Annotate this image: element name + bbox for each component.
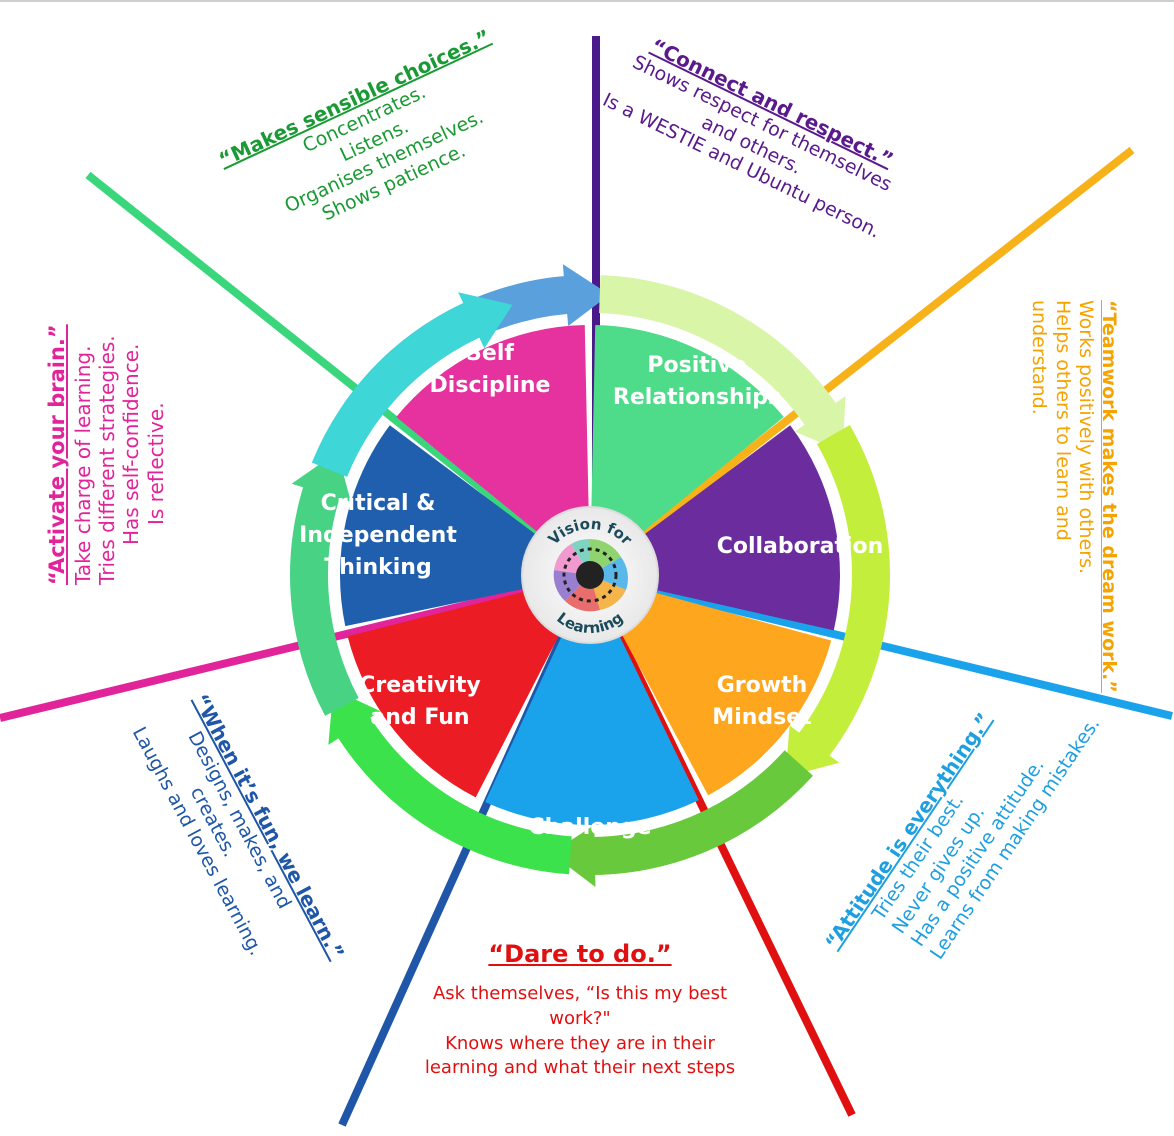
ring-arrow-band	[330, 706, 572, 875]
ring-arrowhead-icon	[562, 264, 610, 326]
segment-challenge	[347, 591, 560, 798]
critical-thinking-line-1: Take charge of learning.	[70, 345, 95, 585]
ring-arrow-band	[290, 472, 359, 716]
ring-arrow-band	[311, 296, 492, 477]
segment-label-critical-thinking: Thinking	[324, 555, 431, 580]
ring-arrowhead-icon	[458, 292, 513, 349]
segment-label-positive-relationships: Relationships	[613, 385, 781, 410]
critical-thinking-text: “Activate your brain.” Take charge of le…	[45, 324, 168, 585]
segment-label-critical-thinking: Independent	[299, 523, 457, 548]
collaboration-line-1: Works positively with others.	[1074, 300, 1097, 575]
segment-label-growth-mindset: Mindset	[712, 705, 812, 730]
challenge-heading: “Dare to do.”	[488, 940, 672, 968]
collaboration-line-2: Helps others to learn and	[1051, 300, 1074, 541]
segment-label-creativity-and-fun: and Fun	[370, 705, 469, 730]
segment-label-creativity-and-fun: Creativity	[359, 673, 481, 698]
segment-label-positive-relationships: Positive	[647, 353, 746, 378]
ring-arrow-band	[579, 750, 813, 875]
segment-label-critical-thinking: Critical &	[321, 491, 436, 516]
segment-creativity-and-fun	[340, 425, 538, 627]
critical-thinking-line-3: Has self-confidence.	[119, 343, 144, 545]
segment-label-self-discipline: Self	[466, 341, 514, 366]
challenge-line-4: learning and what their next steps	[424, 1057, 736, 1079]
top-border	[0, 0, 1174, 2]
segment-label-challenge: Challenge	[529, 815, 652, 840]
divider-line-magenta	[0, 571, 591, 722]
segment-collaboration	[621, 592, 832, 796]
divider-line-orange	[587, 146, 1135, 579]
challenge-line-2: work?"	[549, 1007, 611, 1029]
collaboration-line-3: understand.	[1028, 300, 1051, 415]
collaboration-text: “Teamwork makes the dream work.” Works p…	[1027, 300, 1120, 693]
hub-logo-icon	[553, 538, 628, 612]
challenge-line-1: Ask themselves, “Is this my best	[432, 983, 728, 1004]
segment-growth-mindset	[485, 634, 699, 826]
collaboration-heading: “Teamwork makes the dream work.”	[1098, 300, 1120, 693]
divider-line-red	[586, 573, 856, 1117]
ring-arrowhead-icon	[550, 824, 596, 887]
ring-arrow-band	[599, 275, 845, 437]
divider-line-green	[85, 171, 593, 579]
outer-arrow-ring	[290, 264, 890, 887]
critical-thinking-line-2: Tries different strategies.	[95, 335, 119, 585]
segment-label-collaboration: Collaboration	[717, 534, 884, 559]
challenge-text: “Dare to do.” Ask themselves, “Is this m…	[350, 940, 810, 1081]
ring-arrow-band	[790, 425, 890, 768]
segment-positive-relationships	[642, 425, 840, 631]
critical-thinking-line-4: Is reflective.	[143, 402, 168, 525]
critical-thinking-heading: “Activate your brain.”	[45, 324, 69, 585]
segment-label-growth-mindset: Growth	[717, 673, 808, 698]
segment-critical-thinking	[396, 325, 589, 534]
segment-self-discipline	[591, 325, 784, 534]
challenge-line-3: Knows where they are in their	[445, 1032, 715, 1054]
segment-label-self-discipline: Discipline	[430, 373, 551, 398]
wheel-segments	[340, 325, 840, 826]
center-hub: Vision for Learning	[521, 506, 659, 644]
